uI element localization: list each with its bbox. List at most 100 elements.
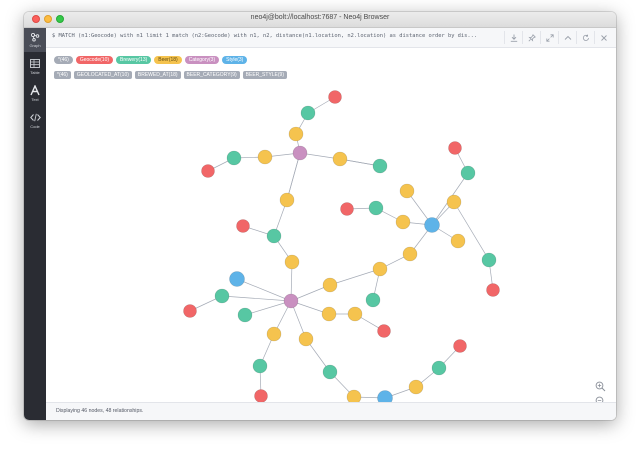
node-brewery[interactable] [481, 252, 497, 268]
node-style[interactable] [377, 390, 393, 404]
close-window-button[interactable] [32, 15, 40, 23]
node-beer[interactable] [266, 326, 282, 342]
node-beer[interactable] [346, 389, 362, 403]
node-brewery[interactable] [266, 228, 282, 244]
status-bar: Displaying 46 nodes, 48 relationships. [46, 402, 616, 420]
relationship-line[interactable] [244, 300, 292, 316]
node-beer[interactable] [332, 151, 348, 167]
sidebar-item-label: Table [30, 70, 40, 75]
node-geocode[interactable] [377, 324, 391, 338]
legend-node-category[interactable]: Category(3) [184, 55, 220, 64]
node-brewery[interactable] [226, 150, 242, 166]
close-icon[interactable] [594, 31, 612, 44]
node-beer[interactable] [399, 183, 415, 199]
code-icon [24, 112, 46, 123]
sidebar-item-label: Graph [29, 43, 41, 48]
node-beer[interactable] [408, 379, 424, 395]
legend-node-style[interactable]: Style(3) [222, 55, 248, 64]
sidebar-item-table[interactable]: Table [24, 55, 46, 79]
node-brewery[interactable] [365, 292, 381, 308]
sidebar-item-label: Code [30, 124, 40, 129]
node-beer[interactable] [284, 254, 300, 270]
minimize-window-button[interactable] [44, 15, 52, 23]
node-beer[interactable] [321, 306, 337, 322]
frame-toolbar [504, 31, 612, 44]
node-geocode[interactable] [448, 141, 462, 155]
relationship-line[interactable] [236, 278, 292, 302]
expand-icon[interactable] [540, 31, 558, 44]
relationship-line[interactable] [453, 201, 490, 261]
query-editor-bar: $ MATCH (n1:Geocode) with n1 limit 1 mat… [46, 28, 616, 48]
node-brewery[interactable] [431, 360, 447, 376]
node-brewery[interactable] [372, 158, 388, 174]
relationship-line[interactable] [286, 152, 301, 201]
node-beer[interactable] [450, 233, 466, 249]
sidebar-item-text[interactable]: Text [24, 82, 46, 106]
title-bar: neo4j@bolt://localhost:7687 - Neo4j Brow… [24, 12, 616, 28]
node-geocode[interactable] [453, 339, 467, 353]
node-geocode[interactable] [486, 283, 500, 297]
node-beer[interactable] [322, 277, 338, 293]
sidebar-item-graph[interactable]: Graph [24, 28, 46, 52]
relationship-layer [189, 96, 494, 399]
collapse-icon[interactable] [558, 31, 576, 44]
node-style[interactable] [424, 217, 440, 233]
node-brewery[interactable] [368, 200, 384, 216]
zoom-in-icon[interactable] [595, 381, 606, 392]
legend-rel-geolocated-at[interactable]: GEOLOCATED_AT(10) [73, 70, 132, 79]
legend-rel-beer-category[interactable]: BEER_CATEGORY(9) [183, 70, 240, 79]
relationship-line[interactable] [290, 284, 331, 302]
maximize-window-button[interactable] [56, 15, 64, 23]
browser-window: neo4j@bolt://localhost:7687 - Neo4j Brow… [24, 12, 616, 420]
node-beer[interactable] [446, 194, 462, 210]
relationship-type-legend: *(46) GEOLOCATED_AT(10) BREWED_AT(18) BE… [54, 70, 288, 79]
node-beer[interactable] [347, 306, 363, 322]
text-icon [24, 85, 46, 96]
node-layer [183, 90, 500, 404]
legend-node-brewery[interactable]: Brewery(13) [116, 55, 152, 64]
node-geocode[interactable] [254, 389, 268, 403]
sidebar-item-label: Text [31, 97, 39, 102]
node-brewery[interactable] [322, 364, 338, 380]
legend-rel-brewed-at[interactable]: BREWED_AT(18) [134, 70, 181, 79]
node-geocode[interactable] [340, 202, 354, 216]
legend-rel-beer-style[interactable]: BEER_STYLE(9) [242, 70, 288, 79]
sidebar-item-code[interactable]: Code [24, 109, 46, 133]
node-beer[interactable] [372, 261, 388, 277]
node-style[interactable] [229, 271, 245, 287]
graph-result-frame: *(46) Geocode(10) Brewery(13) Beer(18) C… [46, 48, 616, 420]
node-beer[interactable] [288, 126, 304, 142]
legend-rel-all[interactable]: *(46) [54, 70, 71, 79]
legend-node-geocode[interactable]: Geocode(10) [75, 55, 114, 64]
graph-icon [24, 31, 46, 42]
node-beer[interactable] [257, 149, 273, 165]
node-geocode[interactable] [328, 90, 342, 104]
rerun-icon[interactable] [576, 31, 594, 44]
node-beer[interactable] [279, 192, 295, 208]
window-title: neo4j@bolt://localhost:7687 - Neo4j Brow… [250, 14, 390, 21]
legend-node-all[interactable]: *(46) [54, 55, 73, 64]
node-geocode[interactable] [236, 219, 250, 233]
relationship-line[interactable] [329, 268, 381, 286]
node-brewery[interactable] [237, 307, 253, 323]
table-icon [24, 58, 46, 69]
node-category[interactable] [283, 293, 299, 309]
relationship-line[interactable] [221, 295, 292, 302]
node-geocode[interactable] [201, 164, 215, 178]
node-brewery[interactable] [460, 165, 476, 181]
node-brewery[interactable] [252, 358, 268, 374]
download-icon[interactable] [504, 31, 522, 44]
node-label-legend: *(46) Geocode(10) Brewery(13) Beer(18) C… [54, 55, 248, 64]
node-beer[interactable] [395, 214, 411, 230]
pin-icon[interactable] [522, 31, 540, 44]
node-category[interactable] [292, 145, 308, 161]
result-view-sidebar: Graph Table Text Code [24, 28, 46, 420]
node-brewery[interactable] [300, 105, 316, 121]
query-command-text[interactable]: $ MATCH (n1:Geocode) with n1 limit 1 mat… [52, 33, 478, 39]
graph-canvas[interactable] [46, 48, 616, 403]
legend-node-beer[interactable]: Beer(18) [154, 55, 182, 64]
node-geocode[interactable] [183, 304, 197, 318]
node-brewery[interactable] [214, 288, 230, 304]
node-beer[interactable] [298, 331, 314, 347]
node-beer[interactable] [402, 246, 418, 262]
